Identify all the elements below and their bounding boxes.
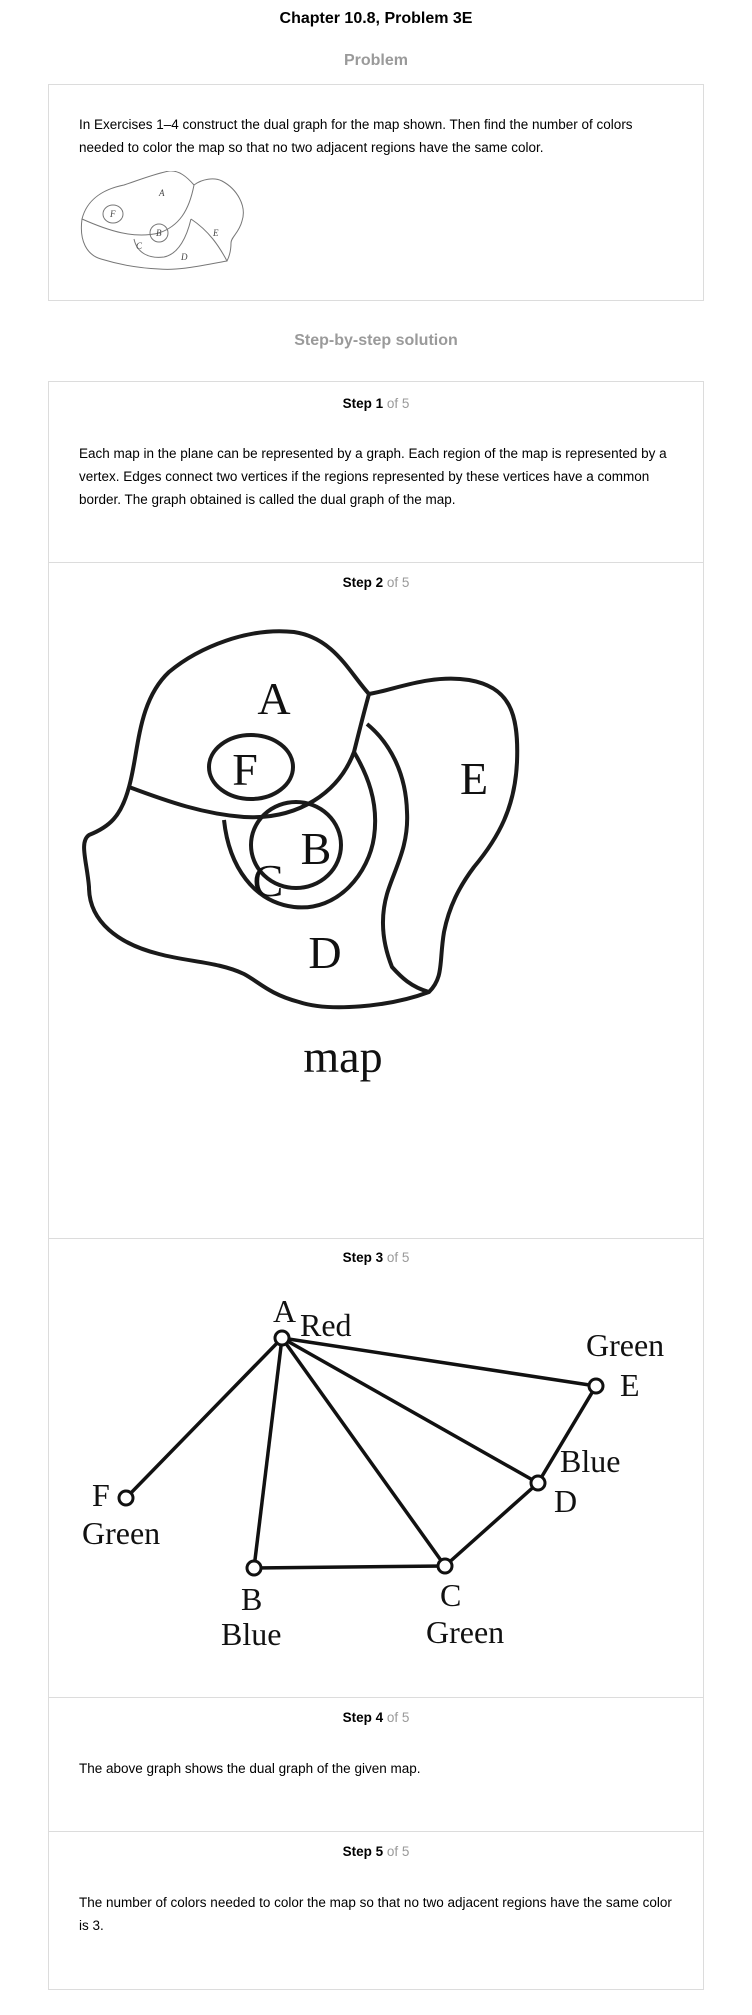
map-caption: map bbox=[303, 1031, 382, 1082]
solution-heading: Step-by-step solution bbox=[294, 332, 458, 349]
graph-vertex-e bbox=[587, 1377, 605, 1395]
map-figure: A F B C E D map bbox=[82, 629, 520, 1082]
problem-label-e: E bbox=[212, 228, 219, 238]
graph-vertex-c bbox=[436, 1557, 454, 1575]
graph-vertex-a bbox=[273, 1329, 291, 1347]
step-5-header: Step 5 of 5 bbox=[342, 1844, 410, 1859]
graph-edge-a-f bbox=[124, 1336, 284, 1500]
problem-box: In Exercises 1–4 construct the dual grap… bbox=[48, 84, 704, 301]
step-divider bbox=[49, 1831, 703, 1832]
problem-label-f: F bbox=[109, 209, 116, 219]
graph-color-b: Blue bbox=[221, 1616, 281, 1652]
map-label-d: D bbox=[308, 927, 341, 978]
step-1-text: Each map in the plane can be represented… bbox=[79, 446, 667, 507]
problem-label-d: D bbox=[180, 252, 188, 262]
step-4-header: Step 4 of 5 bbox=[342, 1710, 410, 1725]
graph-color-d: Blue bbox=[560, 1443, 620, 1479]
step-2-header: Step 2 of 5 bbox=[342, 575, 410, 590]
graph-label-b: B bbox=[241, 1581, 262, 1617]
problem-heading: Problem bbox=[343, 52, 408, 69]
graph-label-e: E bbox=[620, 1367, 640, 1403]
graph-edge-b-c bbox=[253, 1564, 446, 1570]
map-label-c: C bbox=[253, 855, 284, 906]
map-label-b: B bbox=[301, 823, 332, 874]
problem-map-figure: A B C D E F bbox=[80, 171, 244, 270]
page-title: Chapter 10.8, Problem 3E bbox=[279, 10, 473, 27]
step-5-text: The number of colors needed to color the… bbox=[79, 1895, 672, 1933]
map-label-e: E bbox=[460, 753, 488, 804]
graph-edge-a-c bbox=[280, 1336, 447, 1568]
graph-edge-d-e bbox=[536, 1385, 598, 1484]
step-1-header: Step 1 of 5 bbox=[342, 396, 410, 411]
map-label-f: F bbox=[232, 744, 258, 795]
problem-text: In Exercises 1–4 construct the dual grap… bbox=[79, 117, 633, 155]
step-divider bbox=[49, 562, 703, 563]
graph-label-f: F bbox=[92, 1477, 110, 1513]
problem-label-b: B bbox=[156, 228, 162, 238]
step-4-text: The above graph shows the dual graph of … bbox=[79, 1761, 421, 1776]
graph-edge-a-b bbox=[252, 1337, 284, 1569]
problem-label-c: C bbox=[136, 241, 143, 251]
graph-color-a: Red bbox=[300, 1307, 352, 1343]
graph-color-c: Green bbox=[426, 1614, 504, 1650]
solution-box: Step 1 of 5 Each map in the plane can be… bbox=[48, 381, 704, 1990]
problem-label-a: A bbox=[158, 188, 165, 198]
graph-edge-a-e bbox=[281, 1336, 597, 1388]
graph-label-d: D bbox=[554, 1483, 577, 1519]
graph-color-f: Green bbox=[82, 1515, 160, 1551]
step-divider bbox=[49, 1238, 703, 1239]
graph-color-e: Green bbox=[586, 1327, 664, 1363]
step-3-header: Step 3 of 5 bbox=[342, 1250, 410, 1265]
graph-vertex-d bbox=[529, 1474, 547, 1492]
graph-label-a: A bbox=[273, 1293, 296, 1329]
dual-graph-figure: A Red Green E Blue D F Green B Blue C Gr… bbox=[82, 1293, 664, 1652]
graph-vertex-f bbox=[117, 1489, 135, 1507]
graph-edge-c-d bbox=[443, 1481, 540, 1568]
graph-label-c: C bbox=[440, 1577, 461, 1613]
graph-edge-a-d bbox=[281, 1336, 539, 1485]
step-divider bbox=[49, 1697, 703, 1698]
map-label-a: A bbox=[257, 673, 290, 724]
graph-vertex-b bbox=[245, 1559, 263, 1577]
